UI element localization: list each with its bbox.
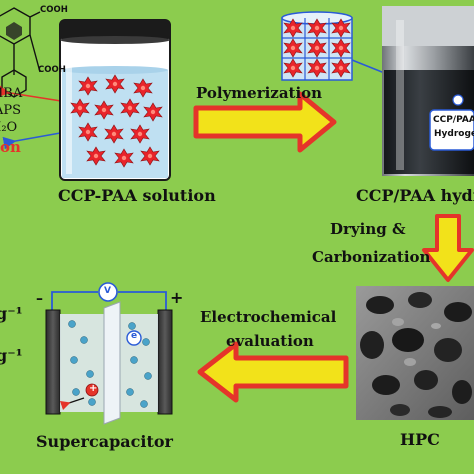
- polymer-network-icon: [281, 11, 353, 81]
- polymerization-label: Polymerization: [196, 84, 323, 102]
- hydrogel-jar-icon: [382, 6, 474, 176]
- ccp-paa-solution-label: CCP-PAA solution: [58, 186, 216, 205]
- beaker-icon: [59, 19, 171, 181]
- unit-label-bottom: g⁻¹: [0, 346, 23, 365]
- aps-label: APS: [0, 103, 22, 118]
- minus-terminal-label: –: [36, 291, 43, 307]
- cation-label: +: [89, 383, 98, 394]
- sem-image: [356, 286, 474, 420]
- electrochemical-arrow: [197, 341, 349, 403]
- carbonization-label: Carbonization: [312, 248, 431, 266]
- mba-label: MBA: [0, 86, 23, 101]
- unit-label-top: g⁻¹: [0, 304, 23, 323]
- reaction-label: on: [0, 138, 21, 156]
- hydrogel-tag-line2: Hydrogel: [434, 129, 474, 139]
- cooh-top-label: COOH: [40, 5, 68, 15]
- supercapacitor-label: Supercapacitor: [36, 432, 173, 451]
- hpc-label: HPC: [400, 430, 440, 449]
- electrochemical-label: Electrochemical: [200, 308, 337, 326]
- water-label: H₂O: [0, 120, 18, 135]
- supercapacitor-diagram: [45, 282, 173, 425]
- hydrogel-tag-line1: CCP/PAA: [433, 115, 474, 125]
- molecule-structure-icon: [0, 7, 41, 98]
- evaluation-label: evaluation: [226, 332, 314, 350]
- ccp-paa-hydrogel-label: CCP/PAA hydr: [356, 186, 474, 205]
- drying-label: Drying &: [330, 220, 406, 238]
- plus-terminal-label: +: [170, 288, 184, 307]
- polymerization-arrow: [193, 91, 337, 153]
- carbonization-arrow: [422, 214, 474, 282]
- voltmeter-label: V: [104, 286, 111, 296]
- electron-label: e: [131, 331, 138, 341]
- cooh-bottom-label: COOH: [38, 65, 66, 75]
